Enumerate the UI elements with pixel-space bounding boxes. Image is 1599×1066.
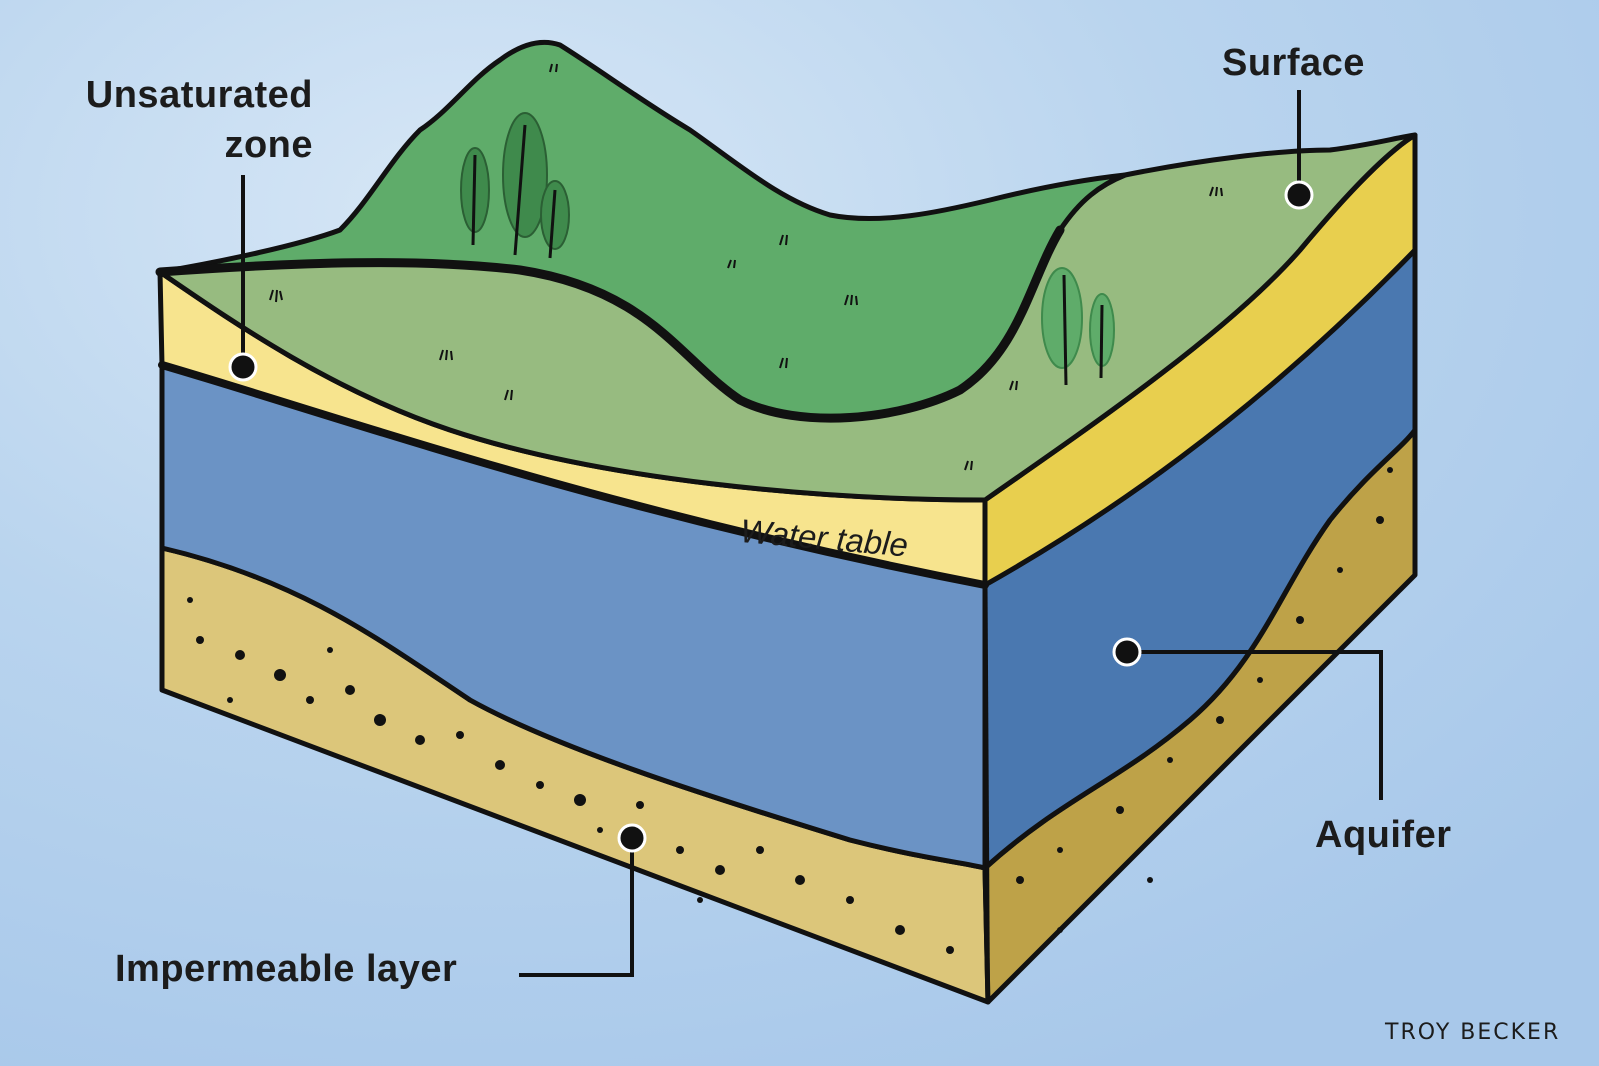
surface-label: Surface — [1222, 42, 1365, 84]
artist-credit: TROY BECKER — [1385, 1020, 1561, 1045]
pointer-dot-icon — [228, 180, 1314, 853]
unsaturated-zone-label-line1: Unsaturated — [85, 74, 313, 116]
unsaturated-zone-label-line2: zone — [224, 124, 313, 166]
grass-tuft-icon — [269, 63, 1223, 471]
block-corner-edge — [983, 499, 990, 1003]
impermeable-layer-label: Impermeable layer — [115, 948, 458, 990]
water-table-line — [158, 361, 989, 589]
tree-icon — [460, 112, 570, 259]
aquifer-label: Aquifer — [1315, 814, 1452, 856]
unsaturated-zone-label: Unsaturated zone — [48, 70, 313, 170]
tree-icon — [1041, 267, 1115, 386]
hill-base-line — [155, 225, 1065, 423]
leader-lines — [241, 90, 1383, 977]
pebble-texture — [187, 467, 1393, 954]
